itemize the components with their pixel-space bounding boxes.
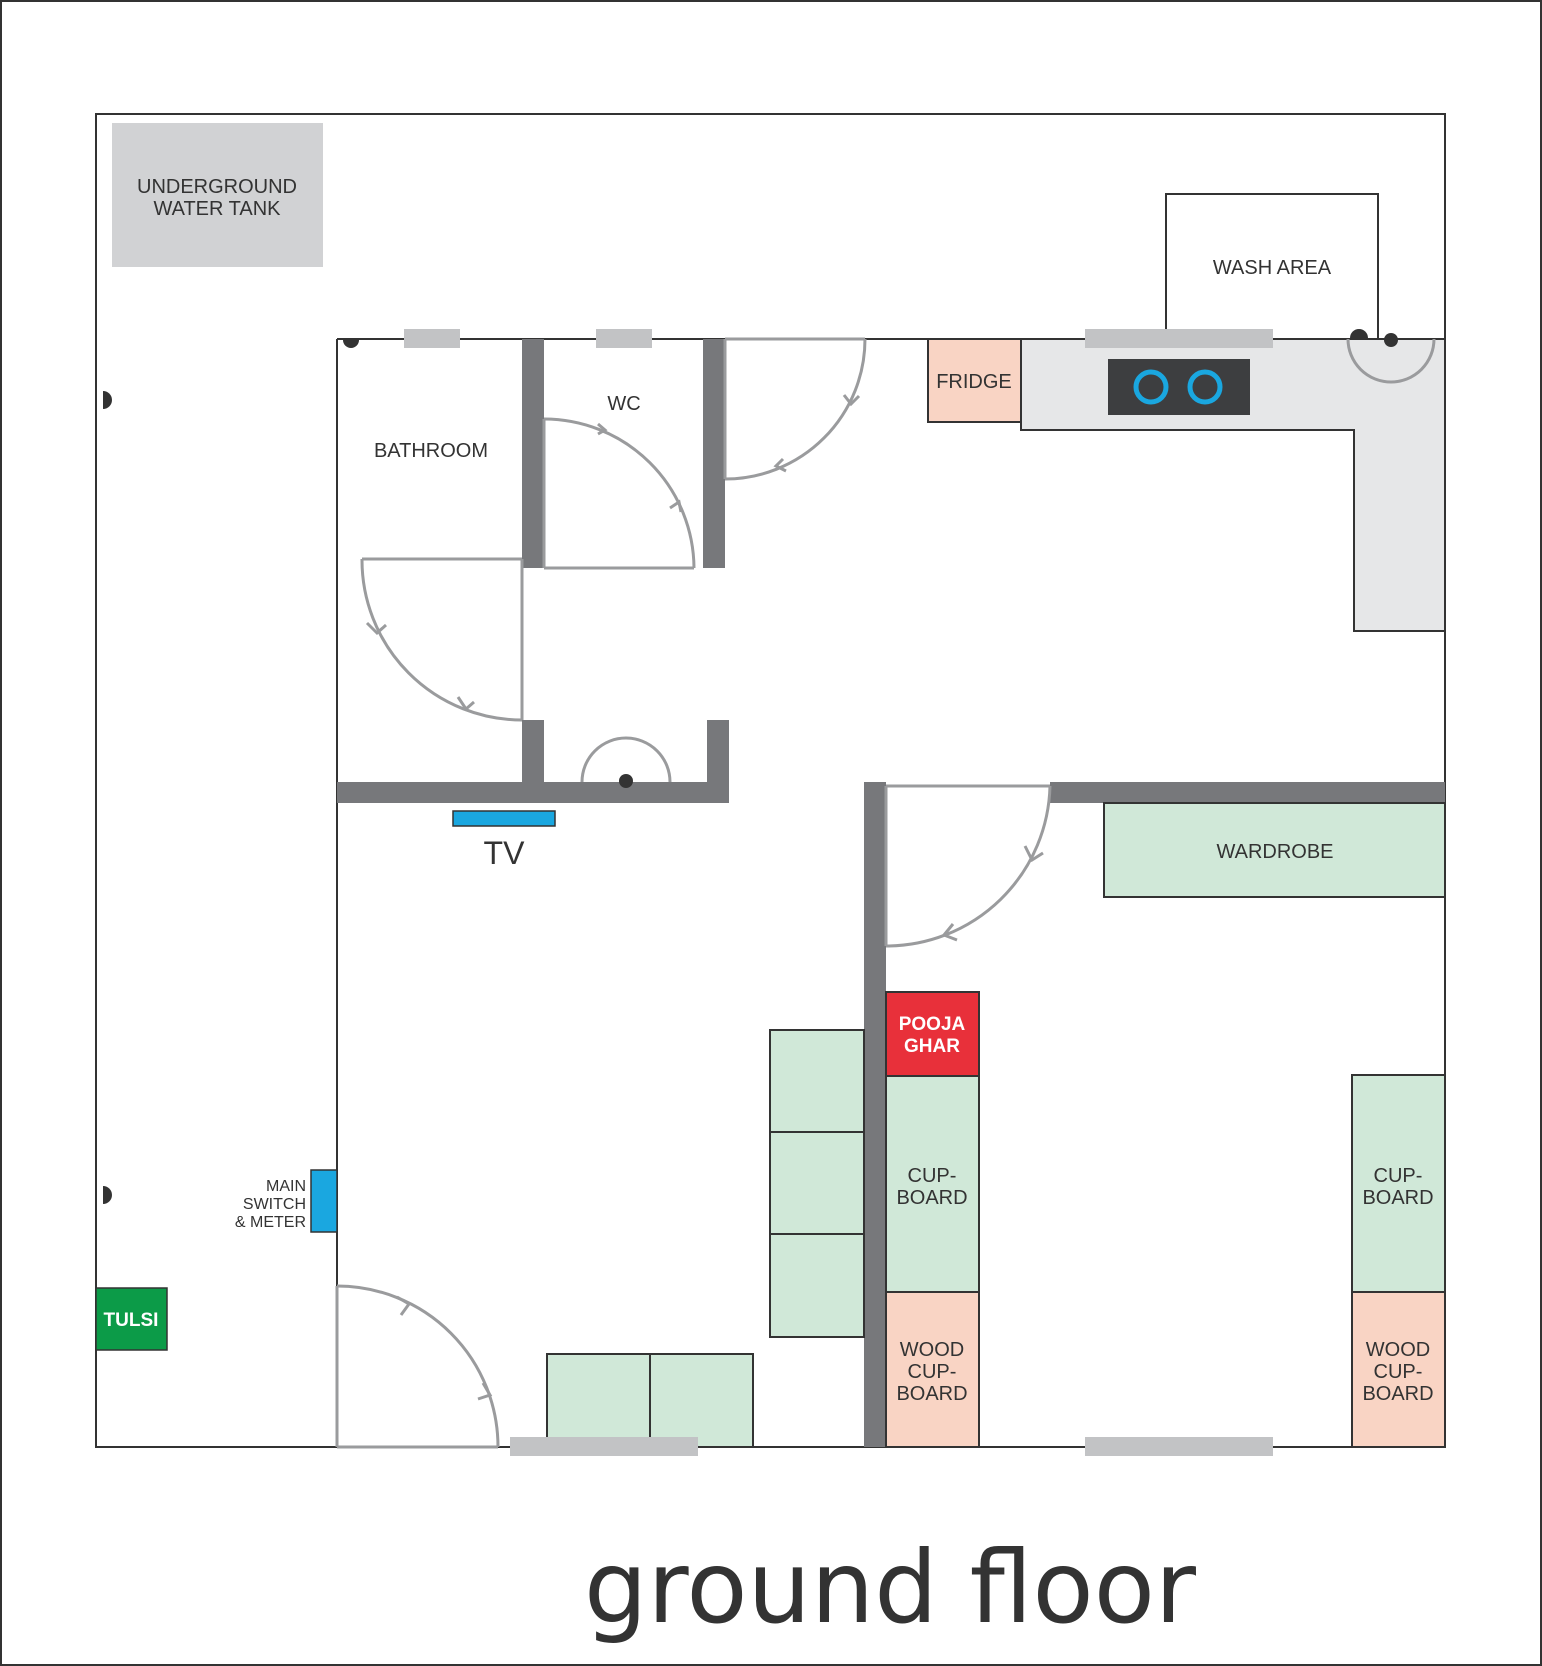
light-point-icon (103, 391, 112, 409)
cupboard-left (885, 1075, 980, 1293)
underground-water-tank (112, 123, 323, 267)
wood-cupboard-right (1351, 1291, 1446, 1448)
light-point-icon (103, 1186, 112, 1204)
door-bedroom (884, 784, 1052, 948)
pooja-ghar (885, 991, 980, 1077)
light-point-icon (619, 774, 633, 788)
window-wc (596, 329, 652, 348)
side-unit-bottom (769, 1233, 865, 1338)
water-tank-label-1: UNDERGROUND (137, 176, 297, 198)
door-bathroom (360, 557, 524, 722)
wall-bathroom-wc (522, 339, 544, 568)
main-switch-label-2: SWITCH (243, 1196, 306, 1213)
wood-cupboard-left (885, 1291, 980, 1448)
wall-bathroom-stub (522, 720, 544, 783)
wall-bathroom-bottom (337, 782, 729, 803)
sofa-left (546, 1353, 651, 1448)
side-unit-middle (769, 1131, 865, 1235)
wood-cupboard-left-label-1: WOOD (900, 1339, 964, 1361)
tulsi-plant (95, 1287, 168, 1351)
wc-label: WC (607, 393, 640, 415)
cupboard-right-label-1: CUP- (1374, 1165, 1423, 1187)
window-living-bottom (510, 1437, 698, 1456)
wood-cupboard-right-label-2: CUP- (1374, 1361, 1423, 1383)
wall-bedroom-left (864, 782, 886, 1447)
pooja-ghar-label-2: GHAR (904, 1036, 960, 1057)
door-kitchen-passage (723, 337, 867, 481)
cupboard-right (1351, 1074, 1446, 1293)
window-kitchen (1085, 329, 1273, 348)
door-wc (542, 417, 696, 570)
sofa-right (649, 1353, 754, 1448)
page-title: ground floor (584, 1529, 1197, 1646)
cupboard-right-label-2: BOARD (1362, 1187, 1433, 1209)
pooja-ghar-label-1: POOJA (899, 1014, 966, 1035)
arch-fixture (580, 736, 672, 783)
door-main-entrance (335, 1284, 500, 1449)
tv-label: TV (484, 835, 526, 871)
burner-icon (1187, 369, 1223, 405)
cupboard-left-label-2: BOARD (896, 1187, 967, 1209)
wood-cupboard-left-label-3: BOARD (896, 1383, 967, 1405)
wash-area (1165, 193, 1379, 339)
light-point-icon (1384, 333, 1398, 347)
wood-cupboard-right-label-3: BOARD (1362, 1383, 1433, 1405)
wardrobe-label: WARDROBE (1216, 841, 1333, 863)
fridge-label: FRIDGE (936, 371, 1012, 393)
fridge (927, 338, 1022, 423)
gas-stove (1108, 359, 1250, 415)
wardrobe (1103, 802, 1446, 898)
wash-area-opening (1346, 338, 1436, 384)
light-point-icon (343, 340, 359, 348)
tv-unit (452, 810, 556, 827)
main-switch-label-1: MAIN (266, 1178, 306, 1195)
cupboard-left-label-1: CUP- (908, 1165, 957, 1187)
wash-area-label: WASH AREA (1213, 257, 1332, 279)
wall-bedroom-top (1050, 782, 1445, 803)
window-bedroom-bottom (1085, 1437, 1273, 1456)
light-point-icon (1350, 329, 1368, 338)
main-switch-meter (310, 1169, 338, 1233)
wall-wc-right (703, 339, 725, 568)
tulsi-label: TULSI (104, 1310, 159, 1331)
water-tank-label-2: WATER TANK (153, 198, 281, 220)
plot-boundary (95, 113, 1446, 1448)
main-switch-label-3: & METER (235, 1214, 306, 1231)
wood-cupboard-right-label-1: WOOD (1366, 1339, 1430, 1361)
window-bathroom (404, 329, 460, 348)
bathroom-label: BATHROOM (374, 440, 488, 462)
burner-icon (1133, 369, 1169, 405)
wood-cupboard-left-label-2: CUP- (908, 1361, 957, 1383)
side-unit-top (769, 1029, 865, 1133)
